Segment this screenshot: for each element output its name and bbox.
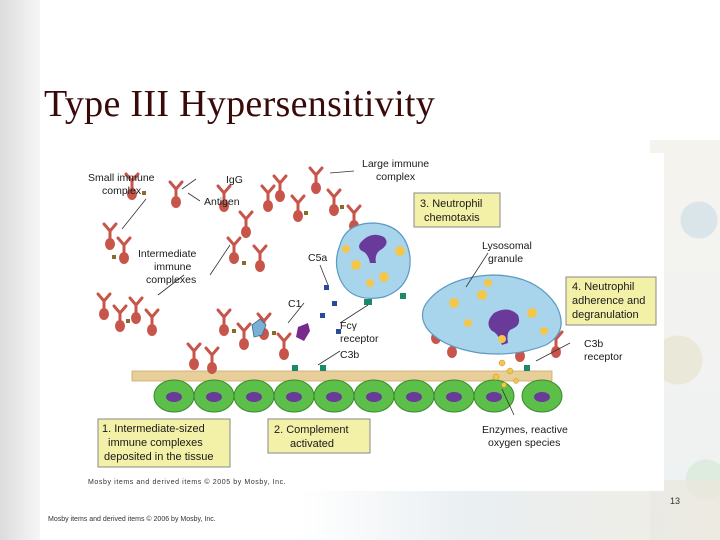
complement-fragments (320, 285, 341, 334)
left-decorative-strip (0, 0, 40, 540)
label-lysosomal-2: granule (488, 253, 523, 265)
svg-text:deposited in the tissue: deposited in the tissue (104, 451, 213, 463)
label-small-complex-2: complex (102, 185, 142, 197)
label-antigen: Antigen (204, 196, 240, 208)
label-c5a: C5a (308, 252, 327, 264)
svg-text:adherence and: adherence and (572, 295, 645, 307)
label-fc-receptor: Fcγ (340, 320, 358, 332)
svg-text:1. Intermediate-sized: 1. Intermediate-sized (102, 423, 205, 435)
svg-text:3. Neutrophil: 3. Neutrophil (420, 198, 482, 210)
label-large-complex: Large immune (362, 158, 429, 170)
step-box-1: 1. Intermediate-sized immune complexes d… (97, 418, 231, 468)
svg-text:activated: activated (290, 438, 334, 450)
released-enzymes (492, 359, 519, 388)
label-intermediate-2: immune (154, 261, 192, 273)
hypersensitivity-diagram: Small immune complex IgG Antigen Interme… (84, 153, 664, 491)
neutrophil-degranulation (421, 274, 562, 355)
label-large-complex-2: complex (376, 171, 416, 183)
neutrophil-chemotaxis (335, 222, 411, 305)
c1-molecule (251, 318, 310, 341)
label-c3b: C3b (340, 349, 359, 361)
slide-number: 13 (669, 496, 680, 506)
label-lysosomal: Lysosomal (482, 240, 532, 252)
label-intermediate: Intermediate (138, 248, 197, 260)
svg-text:4. Neutrophil: 4. Neutrophil (572, 281, 634, 293)
step-box-3: 3. Neutrophil chemotaxis (413, 192, 501, 228)
svg-text:chemotaxis: chemotaxis (424, 212, 480, 224)
diagram-labels: Small immune complex IgG Antigen Interme… (88, 158, 623, 449)
label-fc-receptor-2: receptor (340, 333, 379, 345)
label-enzymes-2: oxygen species (488, 437, 560, 449)
svg-text:degranulation: degranulation (572, 309, 639, 321)
c3b-deposits (292, 365, 530, 371)
label-c1: C1 (288, 298, 302, 310)
leader-lines (121, 170, 571, 416)
step-box-2: 2. Complement activated (267, 418, 371, 454)
tissue-layer (131, 370, 563, 413)
label-c3b-receptor: C3b (584, 338, 603, 350)
label-intermediate-3: complexes (146, 274, 196, 286)
svg-text:immune complexes: immune complexes (108, 437, 203, 449)
figure-credit: Mosby items and derived items © 2005 by … (88, 478, 286, 486)
label-igg: IgG (226, 174, 243, 186)
slide-title: Type III Hypersensitivity (44, 83, 436, 125)
slide-footer: Mosby items and derived items © 2006 by … (48, 516, 216, 523)
label-small-complex: Small immune (88, 172, 155, 184)
label-enzymes: Enzymes, reactive (482, 424, 568, 436)
label-c3b-receptor-2: receptor (584, 351, 623, 363)
step-box-4: 4. Neutrophil adherence and degranulatio… (565, 276, 657, 326)
svg-text:2. Complement: 2. Complement (274, 424, 349, 436)
